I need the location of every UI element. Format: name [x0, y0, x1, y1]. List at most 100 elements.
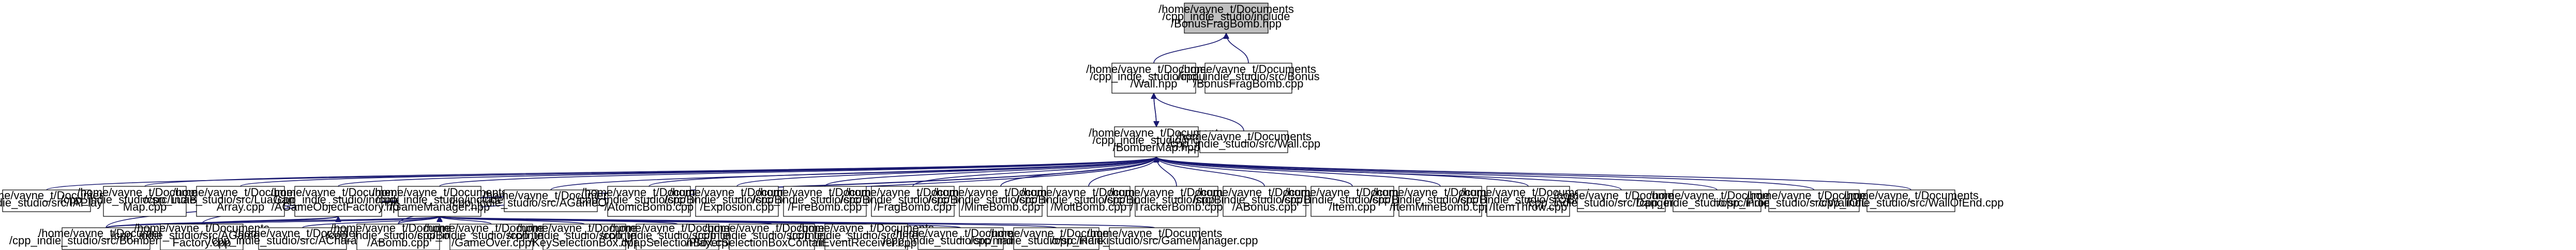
node-label-line: /ABonus.cpp: [1232, 200, 1297, 213]
node-label-line: /home/vayne_t/Documents: [1181, 63, 1316, 76]
node-box: [824, 224, 908, 250]
node-abomb-cpp[interactable]: /home/vayne_t/Documents/cpp_indie_studio…: [325, 222, 471, 250]
node-label-line: /home/vayne_t/Documents: [1176, 130, 1312, 143]
node-label-line: /ItemMineBomb.cpp: [1390, 200, 1491, 213]
node-fragbomb-cpp[interactable]: /home/vayne_t/Documents/cpp_indie_studio…: [840, 186, 986, 217]
node-itemthrow-cpp[interactable]: /home/vayne_t/Documents/cpp_indie_studio…: [1457, 186, 1600, 217]
node-label-line: /home/vayne_t/Documents: [1746, 189, 1882, 202]
nodes-layer: /home/vayne_t/Documents/cpp_indie_studio…: [0, 3, 2003, 250]
node-label-line: /BonusFragBomb.cpp: [1194, 77, 1304, 90]
node-box: [543, 224, 626, 250]
node-label-line: /cpp_indie_studio/src/main.cpp: [882, 234, 1038, 247]
node-label-line: /TrackerBomb.cpp: [1131, 200, 1223, 213]
node-box: [1135, 186, 1218, 217]
node-label-line: /home/vayne_t/Documents: [330, 222, 466, 234]
node-bonusfragbomb-cpp[interactable]: /home/vayne_t/Documents/cpp_indie_studio…: [1177, 63, 1320, 94]
node-box: [783, 186, 867, 217]
node-label-line: /cpp_indie_studio/src/Wall.cpp: [1167, 137, 1320, 150]
node-box: [258, 227, 347, 250]
node-abonus-cpp[interactable]: /home/vayne_t/Documents/cpp_indie_studio…: [1193, 186, 1336, 217]
node-label-line: /home/vayne_t/Documents: [77, 186, 213, 199]
node-box: [1204, 63, 1292, 94]
node-label-line: /home/vayne_t/Documents: [1649, 189, 1785, 202]
node-label-line: /BomberMap.hpp: [1113, 141, 1200, 154]
node-agameobject-cpp[interactable]: /home/vayne_t/Documents/cpp_indie_studio…: [449, 189, 653, 212]
node-box: [695, 186, 779, 217]
node-label-line: /home/vayne_t/Documents: [581, 186, 717, 199]
node-wall-cpp[interactable]: /home/vayne_t/Documents/cpp_indie_studio…: [1167, 130, 1320, 153]
node-label-line: /home/vayne_t/Documents: [1197, 186, 1332, 199]
node-box: [607, 186, 691, 217]
node-gamemanager-cpp[interactable]: /home/vayne_t/Documents/cpp_indie_studio…: [1051, 227, 1258, 250]
node-label-line: /cpp_indie_studio/include: [375, 193, 503, 206]
node-box: [1673, 189, 1761, 212]
node-ieventreceiver-cpp[interactable]: /home/vayne_t/Documents/cpp_indie_studio…: [789, 222, 943, 250]
node-box: [2, 189, 91, 212]
node-box: [1768, 189, 1860, 212]
edge-gamemanager_hpp-to-bombermap_cpp: [106, 216, 440, 228]
node-box: [160, 224, 244, 250]
node-bonusfragbomb-hpp[interactable]: /home/vayne_t/Documents/cpp_indie_studio…: [1158, 3, 1294, 34]
node-agameobjectfactory-hpp[interactable]: /home/vayne_t/Documents/cpp_indie_studio…: [270, 186, 406, 217]
node-label-line: /home/vayne_t/Documents: [1087, 227, 1223, 240]
node-label-line: /home/vayne_t/Documents: [1460, 186, 1596, 199]
node-moltbomb-cpp[interactable]: /home/vayne_t/Documents/cpp_indie_studio…: [1016, 186, 1162, 217]
node-box: [959, 186, 1043, 217]
node-label-line: /home/vayne_t/Documents: [893, 227, 1029, 240]
node-box: [504, 189, 598, 212]
node-box: [871, 186, 955, 217]
edge-bombermap_hpp-to-itemminebomb_cpp: [1156, 156, 1441, 187]
node-main-cpp[interactable]: /home/vayne_t/Documents/cpp_indie_studio…: [882, 227, 1039, 250]
edge-wall_hpp-to-wall_cpp: [1154, 93, 1244, 131]
node-label-line: /home/vayne_t/Documents: [1109, 186, 1244, 199]
edge-bombermap_hpp-to-props_cpp: [1156, 156, 1718, 190]
node-box: [294, 186, 382, 217]
node-box: [1109, 227, 1200, 250]
node-props-cpp[interactable]: /home/vayne_t/Documents/cpp_indie_studio…: [1636, 189, 1798, 212]
node-box: [103, 186, 187, 217]
edge-bombermap_hpp-to-dangermap_cpp: [1156, 156, 1622, 190]
node-label-line: /home/vayne_t/Documents: [235, 227, 370, 240]
node-firebomb-cpp[interactable]: /home/vayne_t/Documents/cpp_indie_studio…: [752, 186, 898, 217]
node-label-line: /Item.cpp: [1329, 200, 1376, 213]
node-label-line: /Explosion.cpp: [700, 200, 774, 213]
edge-bombermap_hpp-to-explosion_cpp: [736, 156, 1156, 187]
edge-bonusfragbomb_hpp-to-wall_hpp: [1153, 33, 1226, 64]
node-label-line: /home/vayne_t/Documents: [1373, 186, 1508, 199]
node-label-line: /ItemThrow.cpp: [1489, 200, 1567, 213]
node-box: [1486, 186, 1570, 217]
node-box: [1047, 186, 1131, 217]
node-bombermap-hpp[interactable]: /home/vayne_t/Documents/cpp_indie_studio…: [1089, 126, 1224, 157]
node-trackerbomb-cpp[interactable]: /home/vayne_t/Documents/cpp_indie_studio…: [1104, 186, 1249, 217]
node-label-line: /cpp_indie_studio/src/WallOfEnd.cpp: [1818, 196, 2004, 209]
node-label-line: /home/vayne_t/Documents: [1285, 186, 1420, 199]
node-itemminebomb-cpp[interactable]: /home/vayne_t/Documents/cpp_indie_studio…: [1369, 186, 1512, 217]
node-label-line: /home/vayne_t/Documents: [669, 186, 805, 199]
node-wallofend-cpp[interactable]: /home/vayne_t/Documents/cpp_indie_studio…: [1818, 189, 2004, 212]
node-label-line: /home/vayne_t/Documents: [483, 189, 619, 202]
node-label-line: /home/vayne_t/Documents: [799, 222, 934, 234]
node-gamemanager-hpp[interactable]: /home/vayne_t/Documents/cpp_indie_studio…: [372, 186, 507, 217]
node-box: [1199, 130, 1288, 153]
node-box: [398, 186, 481, 217]
node-label-line: /home/vayne_t/Documents: [989, 227, 1124, 240]
edge-bombermap_hpp-to-wallofdead_cpp: [1156, 156, 1815, 190]
node-wall-hpp[interactable]: /home/vayne_t/Documents/cpp_indie_studio…: [1086, 63, 1222, 94]
node-label-line: /home/vayne_t/Documents: [933, 186, 1068, 199]
node-label-line: /home/vayne_t/Documents: [1021, 186, 1156, 199]
node-label-line: /home/vayne_t/Documents: [1554, 189, 1689, 202]
edge-bombermap_hpp-to-luabombermap_cpp: [144, 156, 1156, 187]
node-box: [1184, 3, 1269, 34]
edge-bombermap_hpp-to-luagameobjectarray_cpp: [240, 156, 1156, 187]
node-box: [1013, 227, 1099, 250]
node-label-line: /home/vayne_t/Documents: [610, 222, 745, 234]
node-box: [1866, 189, 1955, 212]
node-label-line: /home/vayne_t/Documents: [517, 222, 652, 234]
node-label-line: /home/vayne_t/Documents: [372, 186, 507, 199]
node-label-line: /home/vayne_t/Documents: [757, 186, 893, 199]
node-label-line: Map.cpp: [123, 200, 167, 213]
node-box: [356, 224, 440, 250]
node-label-line: /MapSelectionBox.cpp: [621, 236, 734, 249]
node-box: [449, 224, 533, 250]
node-box: [1223, 186, 1306, 217]
